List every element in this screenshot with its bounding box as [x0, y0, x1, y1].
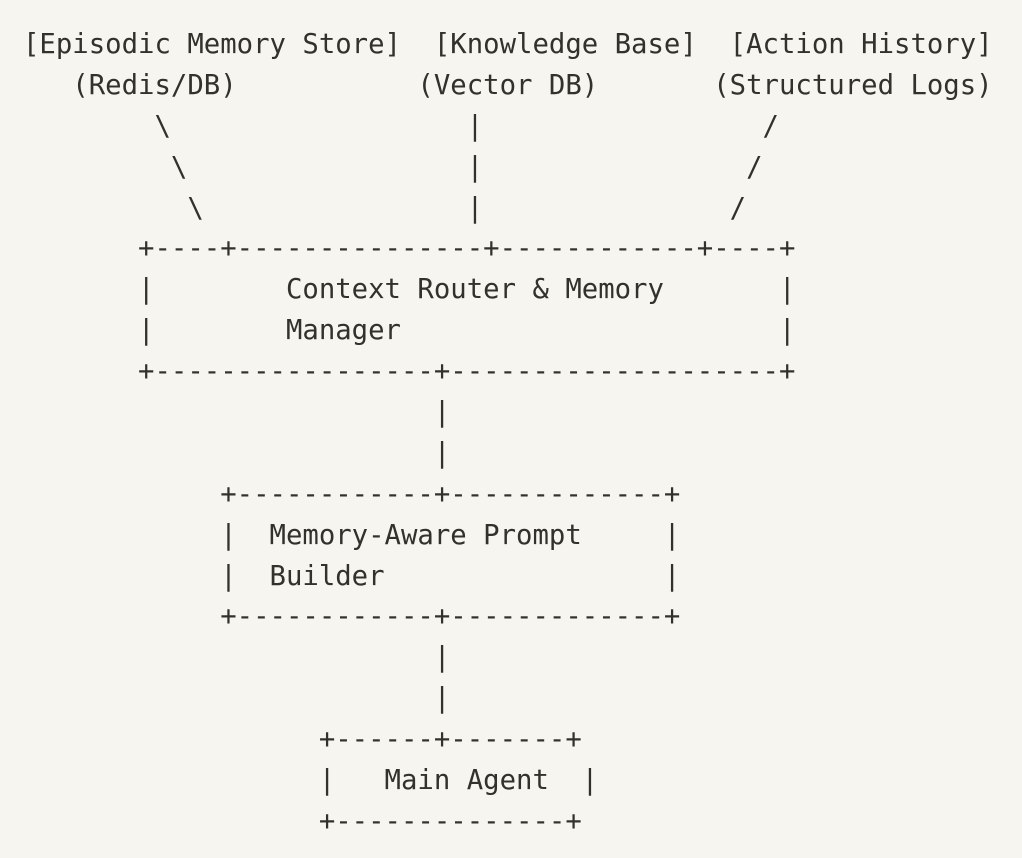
diagram-line-connectors-top-3: \ | /	[23, 192, 747, 224]
diagram-line-connector-builder-agent-1: |	[23, 642, 451, 674]
diagram-line-router-box-top: +----+---------------+------------+----+	[23, 233, 796, 265]
diagram-line-router-title-2: | Manager |	[23, 315, 796, 347]
diagram-line-agent-box-bottom: +--------------+	[23, 805, 582, 837]
diagram-line-builder-title-2: | Builder |	[23, 560, 681, 592]
diagram-line-builder-box-top: +------------+-------------+	[23, 478, 681, 510]
ascii-diagram: [Episodic Memory Store] [Knowledge Base]…	[23, 25, 993, 843]
diagram-line-agent-title: | Main Agent |	[23, 765, 599, 797]
diagram-line-builder-box-bottom: +------------+-------------+	[23, 601, 681, 633]
diagram-line-connector-router-builder-2: |	[23, 437, 451, 469]
diagram-line-connectors-top-2: \ | /	[23, 151, 763, 183]
diagram-line-connectors-top-1: \ | /	[23, 110, 779, 142]
diagram-line-router-title-1: | Context Router & Memory |	[23, 274, 796, 306]
diagram-line-builder-title-1: | Memory-Aware Prompt |	[23, 519, 681, 551]
diagram-line-connector-router-builder-1: |	[23, 397, 451, 429]
diagram-line-source-labels: [Episodic Memory Store] [Knowledge Base]…	[23, 29, 993, 60]
diagram-line-source-sublabels: (Redis/DB) (Vector DB) (Structured Logs)	[23, 69, 993, 101]
diagram-line-connector-builder-agent-2: |	[23, 683, 451, 715]
diagram-line-router-box-bottom: +-----------------+--------------------+	[23, 356, 796, 388]
diagram-line-agent-box-top: +------+-------+	[23, 724, 582, 756]
